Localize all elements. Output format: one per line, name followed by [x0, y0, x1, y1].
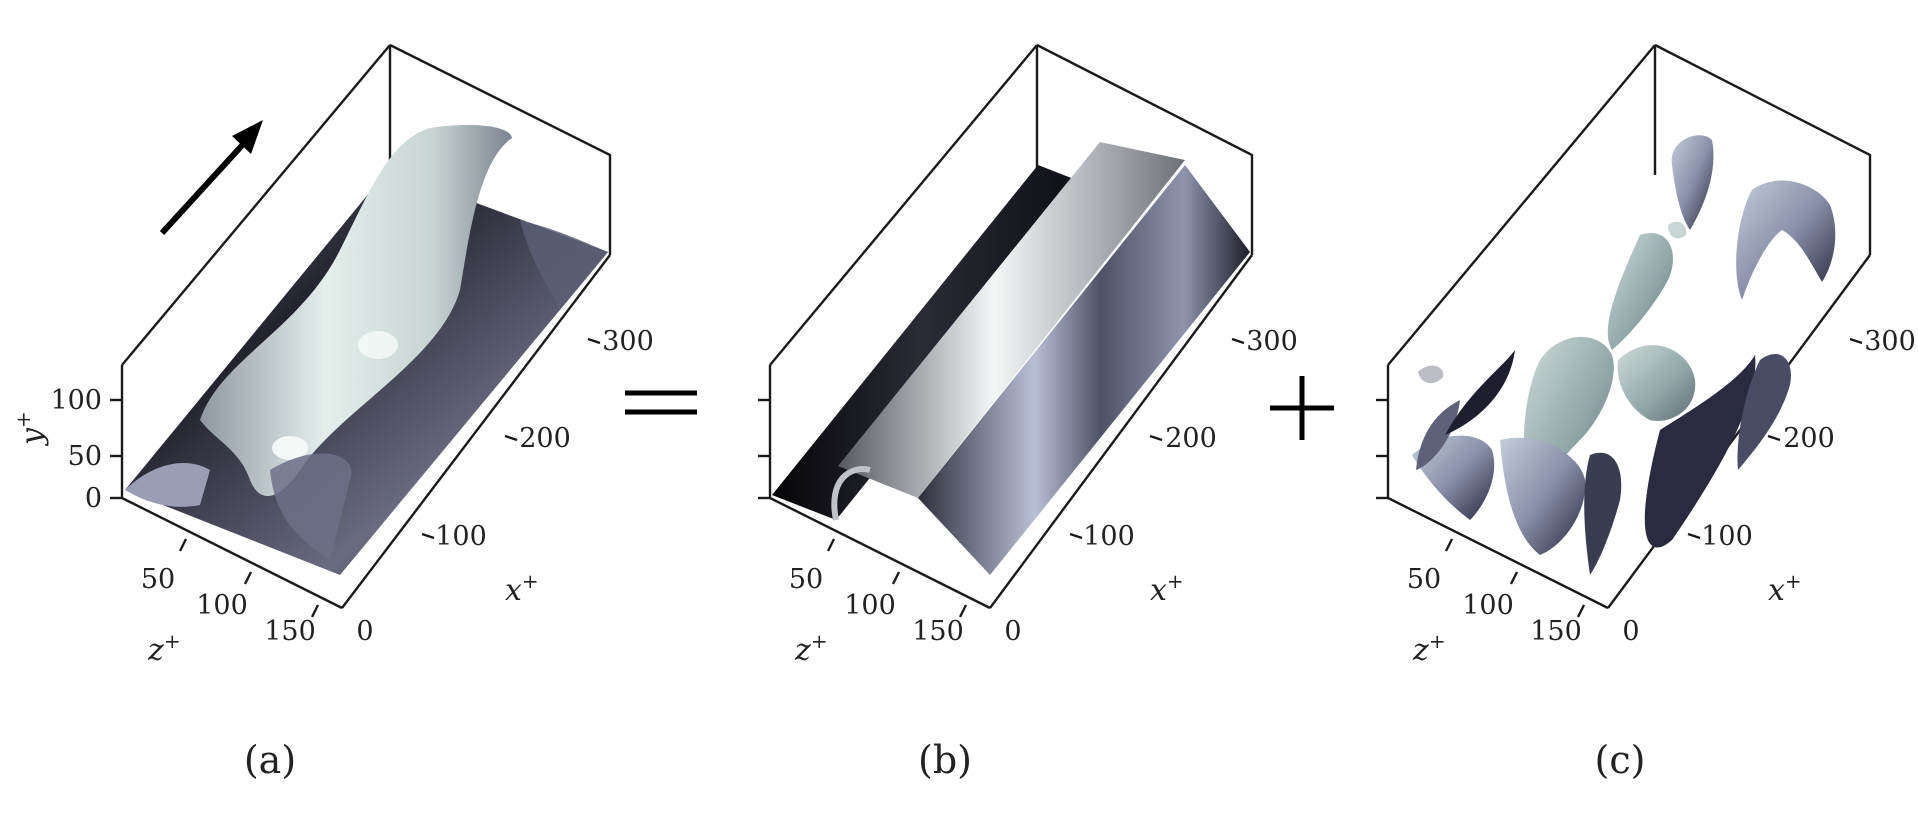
panel-c-surface: [1412, 135, 1836, 575]
panel-caption: (b): [918, 738, 972, 782]
equals-operator: [625, 390, 697, 415]
plus-operator: [1270, 376, 1334, 440]
z-tick-label: 100: [1462, 590, 1514, 621]
panel-a-z-axis: 50 100 150 z+: [141, 538, 320, 668]
x-tick-label: 0: [356, 616, 373, 647]
x-tick-label: 0: [1622, 616, 1639, 647]
panel-b-y-axis: [758, 398, 770, 500]
x-tick-label: 300: [1246, 326, 1298, 357]
z-tick-label: 100: [844, 590, 896, 621]
panel-b-surface: [772, 142, 1250, 575]
z-tick-label: 150: [1530, 616, 1582, 647]
x-tick-label: 100: [1083, 521, 1135, 552]
x-axis-label: x+: [505, 569, 539, 608]
y-tick-label: 0: [85, 483, 102, 514]
panel-c-x-axis: 0 100 200 300 x+: [1622, 326, 1915, 647]
panel-c-y-axis: [1376, 398, 1388, 500]
z-tick-label: 50: [789, 564, 823, 595]
x-tick-label: 200: [519, 423, 571, 454]
panel-c-z-axis: 50 100 150 z+: [1407, 538, 1586, 668]
y-axis-label: y+: [11, 411, 50, 447]
z-tick-label: 100: [196, 590, 248, 621]
x-tick-label: 0: [1004, 616, 1021, 647]
panel-a-y-axis: 100 50 0 y+: [11, 385, 122, 514]
panel-a-x-axis: 0 100 200 300 x+: [356, 326, 653, 647]
y-tick-label: 100: [50, 385, 102, 416]
panel-a: 100 50 0 y+ 50 100 150 z+ 0 100 200 300 …: [11, 43, 654, 782]
z-tick-label: 150: [264, 616, 316, 647]
panel-c: 50 100 150 z+ 0 100 200 300 x+ (c): [1376, 43, 1916, 782]
panel-b: 50 100 150 z+ 0 100 200 300 x+ (b): [758, 43, 1298, 782]
panel-caption: (a): [244, 738, 296, 782]
z-tick-label: 150: [912, 616, 964, 647]
x-tick-label: 100: [1701, 521, 1753, 552]
z-axis-label: z+: [147, 629, 181, 668]
z-axis-label: z+: [1412, 629, 1446, 668]
x-axis-label: x+: [1768, 569, 1802, 608]
x-axis-label: x+: [1150, 569, 1184, 608]
z-tick-label: 50: [141, 564, 175, 595]
z-tick-label: 50: [1407, 564, 1441, 595]
panel-a-surface: [125, 125, 608, 575]
z-axis-label: z+: [794, 629, 828, 668]
flow-direction-arrow-icon: [159, 120, 263, 236]
y-tick-label: 50: [68, 441, 102, 472]
panel-b-x-axis: 0 100 200 300 x+: [1004, 326, 1297, 647]
panel-b-z-axis: 50 100 150 z+: [789, 538, 968, 668]
x-tick-label: 300: [1864, 326, 1916, 357]
x-tick-label: 100: [435, 521, 487, 552]
x-tick-label: 300: [602, 326, 654, 357]
x-tick-label: 200: [1783, 423, 1835, 454]
x-tick-label: 200: [1165, 423, 1217, 454]
panel-caption: (c): [1595, 738, 1646, 782]
